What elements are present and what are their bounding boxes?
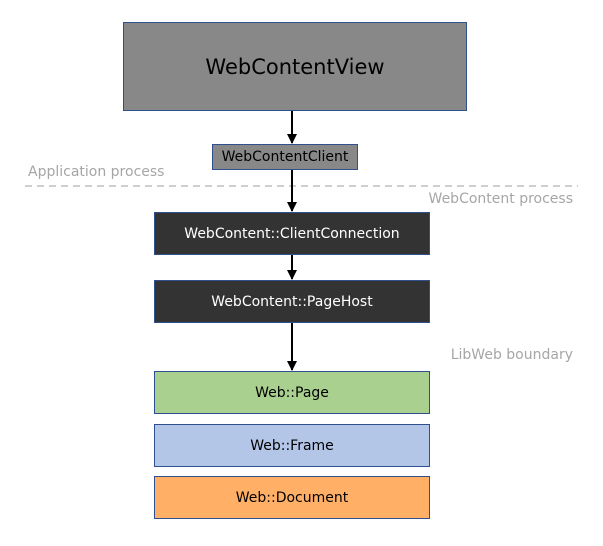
web-document-label: Web::Document: [235, 489, 349, 506]
web-content-view-label: WebContentView: [205, 54, 385, 79]
web-content-client-node: WebContentClient: [212, 144, 358, 170]
application-process-label: Application process: [28, 164, 165, 180]
libweb-boundary-label: LibWeb boundary: [450, 347, 573, 363]
client-connection-node: WebContent::ClientConnection: [154, 212, 430, 255]
page-host-node: WebContent::PageHost: [154, 280, 430, 323]
web-content-client-label: WebContentClient: [221, 149, 349, 165]
web-page-label: Web::Page: [255, 384, 329, 401]
web-page-node: Web::Page: [154, 371, 430, 414]
web-frame-label: Web::Frame: [250, 437, 334, 454]
client-connection-label: WebContent::ClientConnection: [184, 225, 400, 242]
page-host-label: WebContent::PageHost: [211, 293, 373, 310]
web-document-node: Web::Document: [154, 476, 430, 519]
web-content-view-node: WebContentView: [123, 22, 467, 111]
webcontent-process-label: WebContent process: [428, 191, 573, 207]
web-frame-node: Web::Frame: [154, 424, 430, 467]
